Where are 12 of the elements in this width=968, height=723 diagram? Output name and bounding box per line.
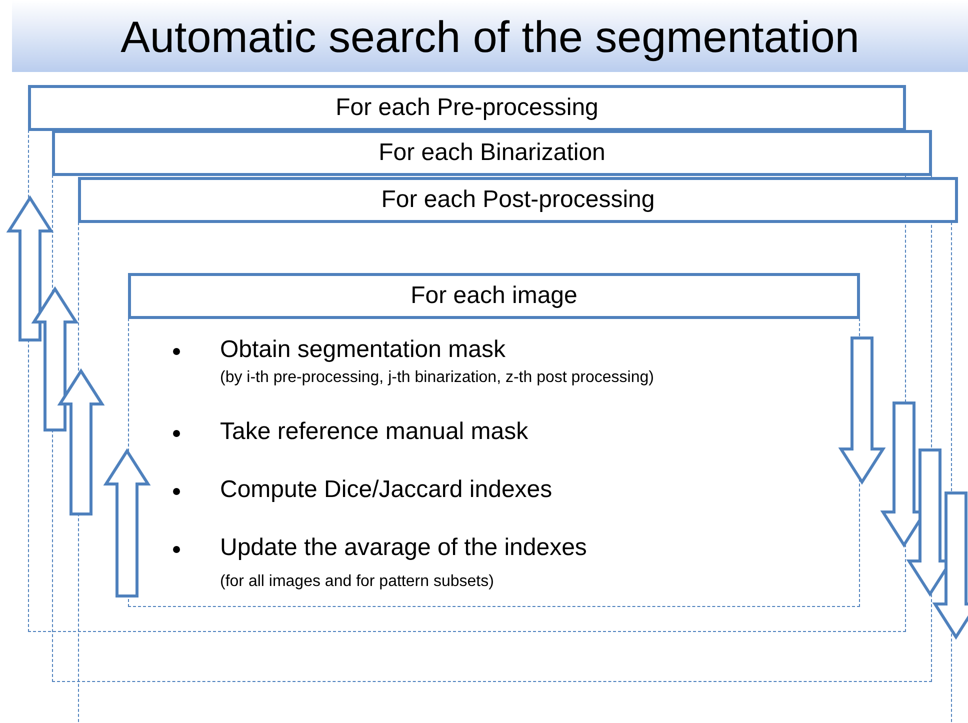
title: Automatic search of the segmentation: [12, 0, 968, 72]
loop-frame: [128, 273, 860, 607]
step-text: Take reference manual mask: [220, 418, 528, 446]
loop-header: For each Binarization: [52, 130, 932, 176]
step-text: Obtain segmentation mask: [220, 336, 506, 364]
step-text: Update the avarage of the indexes: [220, 534, 587, 562]
step-note: (by i-th pre-processing, j-th binarization, z-th post processing): [220, 369, 654, 387]
step-note: (for all images and for pattern subsets): [220, 573, 494, 591]
loop-header: For each Pre-processing: [28, 85, 906, 131]
loop-header: For each image: [128, 273, 860, 319]
loop-header: For each Post-processing: [78, 177, 958, 223]
step-text: Compute Dice/Jaccard indexes: [220, 476, 552, 504]
